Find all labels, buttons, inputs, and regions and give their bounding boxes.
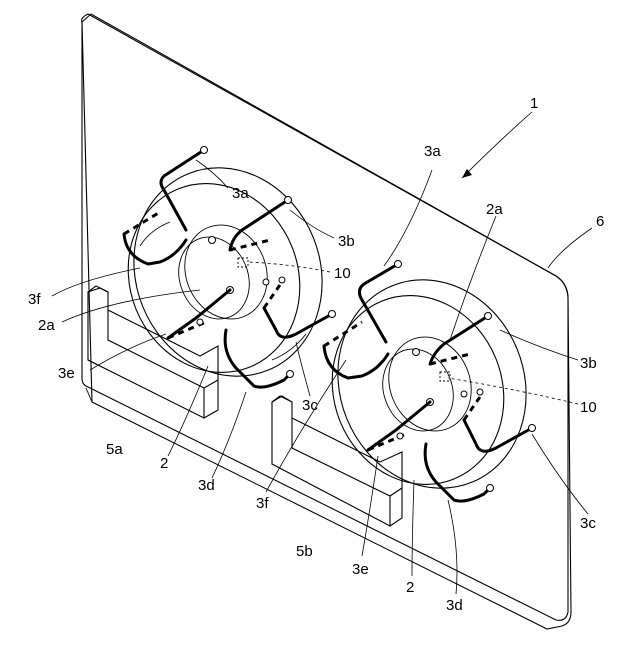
coils-right [324,261,536,502]
label-3a-right: 3a [424,143,441,160]
label-3d-left: 3d [198,477,215,494]
label-3c-right: 3c [580,515,596,532]
label-2a-left: 2a [38,317,55,334]
label-6: 6 [596,213,604,230]
label-3f-left: 3f [28,291,41,308]
label-1: 1 [530,95,538,112]
label-3d-right: 3d [446,597,463,614]
reference-labels: 1 6 3a 3b 10 3f 2a 3e 5a 2 3d 3c 3a 2a 3… [28,95,604,614]
bracket-5b [272,396,402,526]
bracket-5a [88,286,218,418]
label-3f-right: 3f [256,495,269,512]
label-3e-right: 3e [352,561,369,578]
label-3e-left: 3e [58,365,75,382]
label-10-right: 10 [580,399,597,416]
base-plate [82,14,571,629]
label-3b-left: 3b [338,233,355,250]
coils-left [124,147,336,388]
label-2-left: 2 [160,455,168,472]
label-3c-left: 3c [302,397,318,414]
label-3b-right: 3b [580,355,597,372]
label-2a-right: 2a [486,201,503,218]
label-5b: 5b [296,543,313,560]
label-2-right: 2 [406,579,414,596]
label-3a-left: 3a [232,185,249,202]
label-5a: 5a [106,441,123,458]
toroid-left [100,139,353,404]
label-10-left: 10 [334,265,351,282]
